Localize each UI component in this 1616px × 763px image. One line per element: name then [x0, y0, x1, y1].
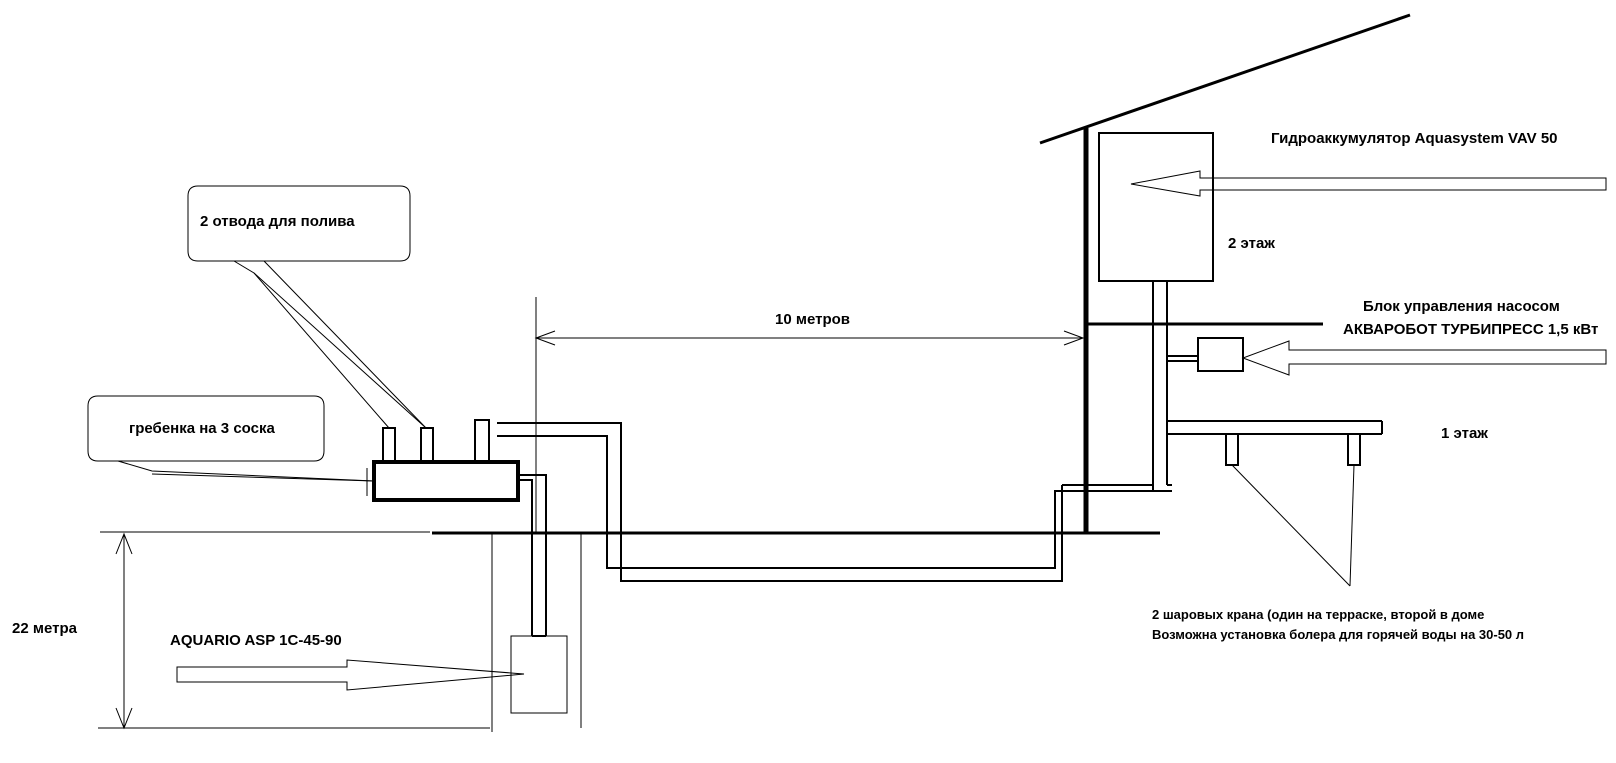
- floor2-label: 2 этаж: [1228, 235, 1275, 252]
- house: [1039, 13, 1411, 533]
- manifold-callout: [87, 395, 375, 482]
- manifold: [366, 419, 520, 502]
- manifold-pointer: [117, 460, 375, 482]
- leader-lines: [1231, 464, 1355, 587]
- valve-leader-2: [1349, 464, 1355, 587]
- pump-arrow: [176, 659, 525, 691]
- watering-pointer-2: [253, 272, 427, 429]
- control-unit-box: [1197, 337, 1244, 372]
- manifold-label: гребенка на 3 соска: [129, 420, 275, 437]
- distance-arrow-right: [1063, 330, 1085, 346]
- control-unit: [1167, 337, 1244, 372]
- watering-label: 2 отвода для полива: [200, 213, 355, 230]
- hydroaccumulator-tank: [1098, 132, 1214, 282]
- watering-callout: [187, 185, 427, 429]
- control-unit-arrow: [1241, 340, 1607, 376]
- well-pipe-top-2: [518, 474, 547, 483]
- ground: [98, 531, 1160, 729]
- valves-label-2: Возможна установка болера для горячей во…: [1152, 627, 1524, 642]
- depth-arrow-bottom: [115, 707, 133, 730]
- well: [491, 474, 582, 732]
- ball-valve-1: [1225, 433, 1239, 466]
- floor1-pipe: [1167, 420, 1383, 466]
- accumulator-label: Гидроаккумулятор Aquasystem VAV 50: [1271, 130, 1558, 147]
- control-unit-label-1: Блок управления насосом: [1363, 298, 1560, 315]
- pointer-arrows: [176, 170, 1607, 691]
- riser-pipe: [1062, 281, 1172, 492]
- manifold-body: [372, 460, 520, 502]
- distance-dimension: [534, 297, 1085, 533]
- distance-arrow-left: [534, 330, 556, 346]
- underground-pipe-outer: [497, 422, 1063, 582]
- roof-line: [1039, 13, 1411, 145]
- manifold-pointer-2: [151, 473, 375, 482]
- depth-arrow-top: [115, 532, 133, 555]
- control-unit-label-2: АКВАРОБОТ ТУРБИПРЕСС 1,5 кВт: [1343, 321, 1598, 338]
- watering-pointer-3: [263, 260, 427, 429]
- watering-bubble: [187, 185, 411, 262]
- borehole-pump: [510, 635, 568, 714]
- valves-label-1: 2 шаровых крана (один на терраске, второ…: [1152, 607, 1484, 622]
- pump-label: AQUARIO ASP 1C-45-90: [170, 632, 342, 649]
- underground-pipe: [497, 422, 1070, 582]
- depth-dimension: [115, 532, 133, 730]
- manifold-outlet-2: [420, 427, 434, 463]
- well-pipe-top: [518, 479, 533, 488]
- underground-pipe-inner: [497, 435, 1070, 569]
- depth-label: 22 метра: [12, 620, 78, 637]
- manifold-outlet-1: [382, 427, 396, 463]
- floor1-label: 1 этаж: [1441, 425, 1488, 442]
- watering-pointer: [233, 260, 390, 429]
- ball-valve-2: [1347, 433, 1361, 466]
- valve-leader-1: [1231, 464, 1351, 587]
- distance-label: 10 метров: [775, 311, 850, 328]
- manifold-bubble: [87, 395, 325, 462]
- accumulator-arrow: [1130, 170, 1607, 197]
- manifold-outlet-3: [474, 419, 490, 463]
